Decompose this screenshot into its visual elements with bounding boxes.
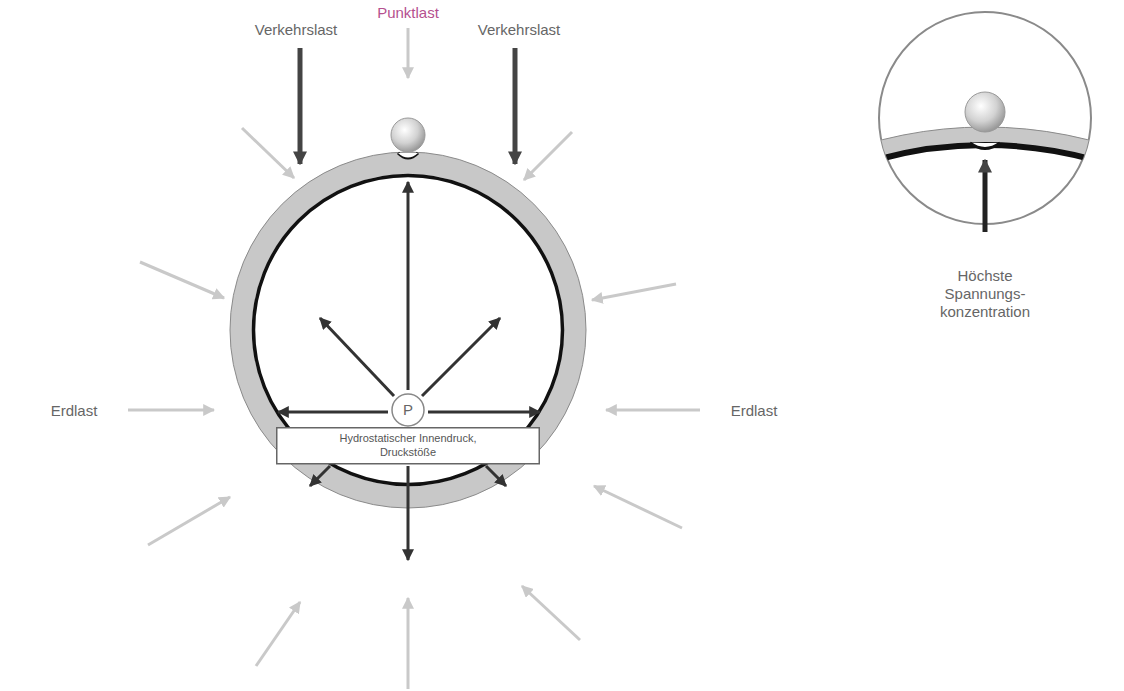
node-text: P (403, 401, 413, 420)
node-text: Hydrostatischer Innendruck, Druckstöße (318, 432, 498, 460)
circle-shape (392, 394, 424, 426)
traffic-load-label: Verkehrslast (255, 21, 338, 39)
point-load-sphere (391, 118, 425, 152)
point-load-label: Punktlast (377, 4, 439, 22)
earth-load-label: Erdlast (731, 402, 778, 420)
earth-load-label: Erdlast (51, 402, 98, 420)
pipe-section (230, 118, 586, 508)
detail-inset (564, 12, 1124, 691)
earth-load-arrows (128, 28, 700, 689)
traffic-load-label: Verkehrslast (478, 21, 561, 39)
internal-pressure-arrows (278, 182, 540, 560)
pressure-box: Hydrostatischer Innendruck, Druckstöße (276, 427, 540, 465)
rect-shape (277, 428, 540, 464)
traffic-load-arrows (300, 48, 515, 164)
stress-note: Höchste Spannungs- konzentration (940, 267, 1030, 321)
pressure-symbol: P (391, 393, 425, 427)
